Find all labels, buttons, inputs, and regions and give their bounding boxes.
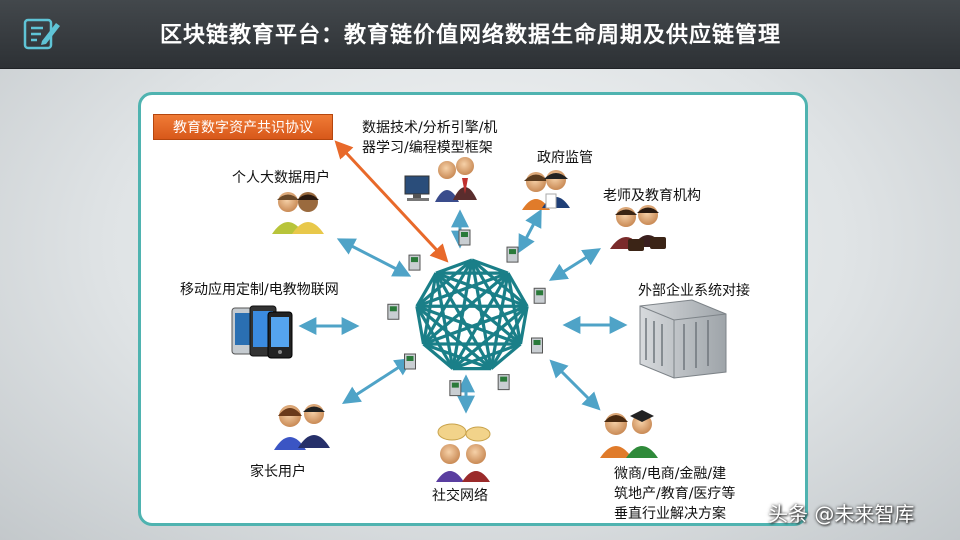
mesh-link — [415, 305, 426, 345]
business-people-icon — [610, 205, 666, 251]
arrow-industry — [549, 359, 601, 411]
mesh-node — [530, 337, 543, 354]
label-industry: 微商/电商/金融/建 筑地产/教育/医疗等 垂直行业解决方案 — [614, 466, 736, 522]
mesh-link — [451, 272, 510, 370]
consensus-protocol-label: 教育数字资产共识协议 — [153, 114, 333, 140]
mesh-link — [489, 305, 529, 370]
watermark: 头条 @未来智库 — [768, 502, 915, 526]
mesh-node — [458, 229, 471, 246]
label-mobile: 移动应用定制/电教物联网 — [180, 282, 339, 298]
arrow-government — [518, 208, 542, 254]
mesh-link — [415, 305, 455, 370]
mesh-link — [490, 342, 522, 370]
mesh-link — [470, 258, 529, 308]
developers-at-computer-icon — [404, 157, 477, 202]
connector-arrows — [298, 208, 628, 414]
mesh-link — [435, 258, 473, 275]
mesh-link — [434, 271, 522, 346]
blockchain-mesh-network-icon — [387, 229, 546, 397]
label-data-tech: 数据技术/分析引擎/机 器学习/编程模型框架 — [362, 120, 498, 156]
mesh-node — [497, 374, 510, 391]
mesh-link — [415, 258, 474, 308]
server-rack-icon — [639, 299, 727, 379]
officials-icon — [522, 170, 570, 210]
user-pair-icon — [272, 192, 324, 234]
label-personal-data: 个人大数据用户 — [232, 170, 330, 186]
mesh-link — [422, 304, 528, 346]
mesh-link — [421, 272, 438, 345]
mesh-node — [449, 380, 462, 397]
label-teachers: 老师及教育机构 — [603, 188, 701, 204]
page-title: 区块链教育平台：教育链价值网络数据生命周期及供应链管理 — [160, 23, 782, 48]
header-bar: 区块链教育平台：教育链价值网络数据生命周期及供应链管理 — [0, 0, 960, 69]
graduate-users-icon — [600, 410, 658, 458]
mesh-link — [422, 271, 510, 346]
mesh-link — [471, 258, 509, 275]
mesh-link — [434, 272, 493, 370]
mesh-node — [387, 303, 400, 320]
mesh-link — [415, 272, 438, 308]
mesh-node — [533, 287, 546, 304]
mesh-link — [518, 305, 529, 345]
mesh-link — [470, 259, 493, 369]
mesh-link — [434, 272, 455, 369]
mesh-link — [506, 272, 529, 308]
mesh-link — [452, 342, 522, 371]
label-enterprise: 外部企业系统对接 — [638, 283, 750, 299]
mesh-link — [416, 304, 522, 346]
mesh-node — [408, 254, 421, 271]
mesh-link — [422, 342, 454, 370]
mesh-node — [506, 246, 519, 263]
arrow-protocol — [334, 140, 449, 263]
user-pair-icon — [274, 404, 330, 450]
mesh-link — [451, 259, 474, 369]
chat-users-icon — [436, 423, 491, 482]
mobile-devices-icon — [231, 305, 293, 359]
arrow-personal-data — [336, 238, 412, 277]
label-government: 政府监管 — [537, 150, 593, 166]
arrow-parents — [341, 358, 414, 404]
mesh-node — [404, 353, 417, 370]
edit-document-icon — [23, 18, 60, 50]
label-parents: 家长用户 — [250, 464, 306, 480]
mesh-link — [422, 342, 492, 371]
mesh-link — [435, 271, 528, 308]
arrow-teachers — [548, 248, 602, 281]
mesh-link — [506, 272, 523, 345]
label-social: 社交网络 — [432, 488, 488, 504]
